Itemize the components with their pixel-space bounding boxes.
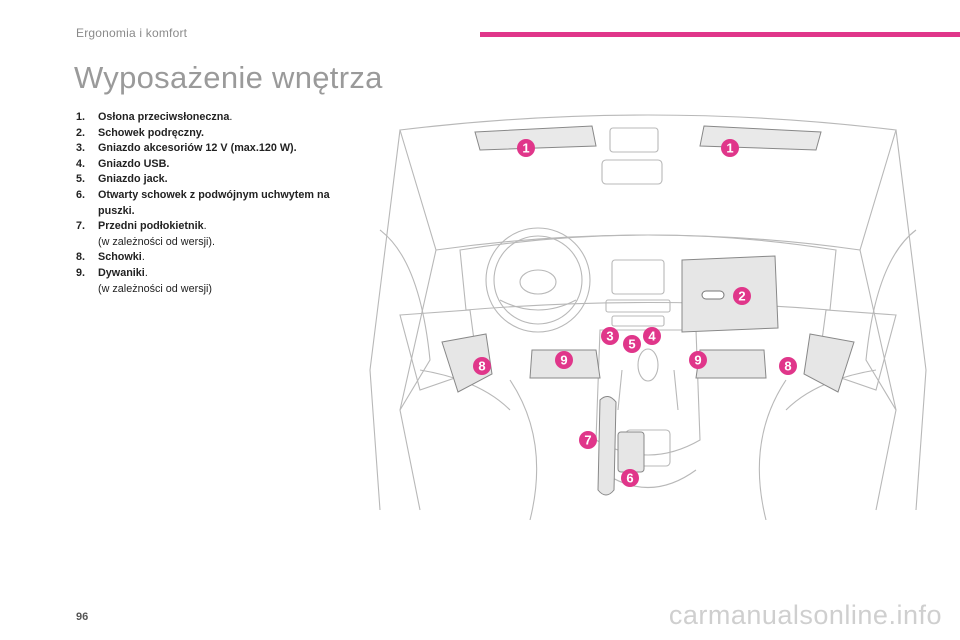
callout-badge [621, 469, 639, 487]
windshield-frame [399, 114, 897, 251]
car-interior-illustration: 1 1 2 3 4 5 6 7 8 8 9 9 [369, 114, 927, 520]
list-item: 7. Przedni podłokietnik. (w zależności od… [76, 219, 356, 250]
callout-badge [517, 139, 535, 157]
list-item: 1. Osłona przeciwsłoneczna. [76, 110, 356, 126]
item-number: 6. [76, 188, 86, 201]
left-door [369, 129, 437, 511]
item-number: 3. [76, 142, 86, 155]
item-number: 1. [76, 111, 86, 123]
list-item: 4. Gniazdo USB. [76, 157, 356, 173]
callout-label: 8 [784, 359, 791, 374]
item-label: Gniazdo USB. [98, 157, 170, 170]
callout-badge [601, 327, 619, 345]
callout-label: 1 [726, 141, 733, 156]
callout-badge [733, 287, 751, 305]
callout-badge [689, 351, 707, 369]
item-number: 4. [76, 157, 86, 170]
right-door [859, 129, 927, 511]
callout-label: 7 [584, 433, 591, 448]
list-item: 3. Gniazdo akcesoriów 12 V (max.120 W). [76, 141, 356, 157]
armrest [597, 396, 617, 496]
item-label: Otwarty schowek z podwójnym uchwytem na … [98, 188, 330, 217]
callout-label: 1 [522, 141, 529, 156]
item-suffix: . [144, 266, 148, 279]
item-label: Gniazdo jack. [98, 173, 168, 186]
item-note: (w zależności od wersji) [98, 282, 212, 295]
callout-badge [473, 357, 491, 375]
door-pocket-left [441, 333, 493, 393]
item-label: Gniazdo akcesoriów 12 V (max.120 W). [98, 142, 297, 155]
page-number: 96 [76, 611, 89, 623]
floor-mat-right [695, 349, 767, 379]
callout-badge [779, 357, 797, 375]
list-item: 5. Gniazdo jack. [76, 172, 356, 188]
item-number: 2. [76, 126, 86, 139]
callout-label: 3 [606, 329, 613, 344]
callout-label: 9 [694, 353, 701, 368]
center-screen [611, 259, 665, 295]
item-number: 8. [76, 251, 86, 264]
callout-badge [579, 431, 597, 449]
item-number: 7. [76, 220, 86, 233]
list-item: 8. Schowki. [76, 250, 356, 266]
steering-wheel [485, 227, 591, 333]
sun-visor-left [474, 125, 597, 151]
glove-box [681, 255, 779, 333]
callout-label: 2 [738, 289, 745, 304]
item-note: (w zależności od wersji). [98, 235, 215, 248]
door-pocket-right [803, 333, 855, 393]
page-title: Wyposażenie wnętrza [74, 60, 383, 95]
callout-badge [623, 335, 641, 353]
sun-visor-right [699, 125, 822, 151]
open-storage [617, 431, 645, 473]
rear-mirror [601, 159, 663, 185]
item-number: 9. [76, 266, 86, 279]
callout-label: 4 [648, 329, 656, 344]
item-label: Schowek podręczny. [98, 126, 204, 139]
item-suffix: . [141, 251, 145, 264]
watermark: carmanualsonline.info [668, 600, 942, 630]
item-suffix: . [203, 220, 207, 233]
callout-label: 5 [628, 337, 635, 352]
callout-group: 1 1 2 3 4 5 6 7 8 8 9 9 [473, 139, 797, 487]
callout-label: 6 [626, 471, 633, 486]
accent-bar [480, 32, 960, 37]
callout-badge [643, 327, 661, 345]
list-item: 9. Dywaniki. (w zależności od wersji) [76, 266, 356, 297]
callout-badge [721, 139, 739, 157]
callout-label: 9 [560, 353, 567, 368]
item-label: Schowki [98, 251, 142, 264]
list-item: 2. Schowek podręczny. [76, 126, 356, 142]
item-label: Osłona przeciwsłoneczna [98, 111, 230, 123]
feature-list: 1. Osłona przeciwsłoneczna. 2. Schowek p… [76, 110, 356, 297]
dashboard [459, 234, 837, 311]
item-label: Dywaniki [98, 266, 145, 279]
callout-label: 8 [478, 359, 485, 374]
callout-badge [555, 351, 573, 369]
list-item: 6. Otwarty schowek z podwójnym uchwytem … [76, 188, 356, 219]
section-title: Ergonomia i komfort [76, 26, 188, 40]
item-suffix: . [229, 111, 233, 123]
item-label: Przedni podłokietnik [98, 220, 204, 233]
item-number: 5. [76, 173, 86, 186]
